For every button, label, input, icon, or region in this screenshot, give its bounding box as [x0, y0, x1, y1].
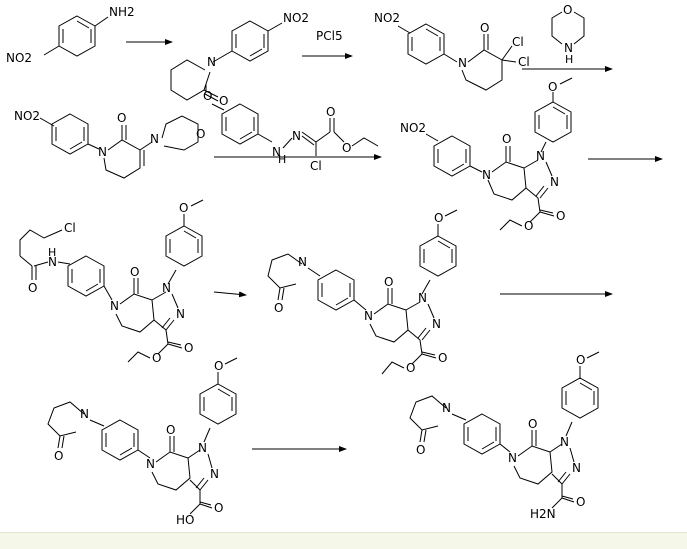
nitrogen-label-3: N [458, 56, 467, 70]
chloride-label-r: Cl [310, 159, 322, 173]
hydrazone-nh-label: N [272, 145, 281, 159]
piperidinone-o-label-8: O [54, 449, 63, 463]
morpholine-o-label-4: O [196, 127, 205, 141]
compound-4-nitroaniline: NH2 NO2 [6, 5, 135, 65]
nitro-label-2: NO2 [283, 11, 309, 25]
compound-nitro-pyrazolopyridinone-ester: NO2 N O N N O O O [400, 77, 573, 233]
acid-ho-label-8: HO [176, 513, 194, 527]
lactam-o-label-5: O [502, 132, 511, 146]
compound-morpholino-lactam: NO2 N O N O [14, 109, 205, 179]
lactam-o-label-9: O [528, 417, 537, 431]
hydrazone-n-label: N [292, 129, 301, 143]
amide-o-label-9: O [576, 495, 585, 509]
lactam-n-label-8: N [146, 457, 155, 471]
piperidinone-o-label-9: O [416, 443, 425, 457]
amide-o-label-6: O [28, 281, 37, 295]
ester-o-label-7b: O [406, 361, 415, 375]
methoxy-o-label-9: O [576, 353, 585, 367]
compound-carboxamide-product: N O N O N N O H2N O [409, 351, 600, 521]
methoxy-o-label-7: O [434, 211, 443, 225]
pyrazole-n2-label-7: N [432, 317, 441, 331]
acid-o-label-8: O [214, 501, 223, 515]
compound-chloropentanamide: Cl O N H N O N N O O [19, 199, 204, 365]
chloro-label-a: Cl [512, 35, 524, 49]
piperidinone-n-label-9: N [442, 401, 451, 415]
carbonyl-o-label-4: O [117, 111, 126, 125]
nitro-label-5: NO2 [400, 121, 426, 135]
lactam-o-label-7: O [384, 275, 393, 289]
reagent-hydrazonoyl-chloride: O N H N Cl O O [203, 84, 379, 173]
ester-carbonyl-o-label-r: O [326, 105, 335, 119]
ester-o-label-5b: O [524, 219, 533, 233]
compound-dichloro-lactam: NO2 N O Cl Cl [374, 11, 530, 91]
ester-o-label-6b: O [152, 351, 161, 365]
amide-n-label-6: N [48, 255, 57, 269]
nitro-label: NO2 [6, 51, 32, 65]
ester-o-label-6a: O [184, 341, 193, 355]
ester-o-label-7a: O [438, 351, 447, 365]
lactam-o-label-8: O [166, 423, 175, 437]
lactam-n-label-6: N [110, 299, 119, 313]
reagent-morpholine: O N H [551, 3, 585, 66]
nitro-label-4: NO2 [14, 109, 40, 123]
compound-piperidinone-ester: N O N O N N O O O [267, 209, 458, 375]
pyrazole-n2-label-9: N [572, 461, 581, 475]
morpholine-n-label: N [564, 41, 573, 55]
amine-label: NH2 [109, 5, 135, 19]
nitro-label-3: NO2 [374, 11, 400, 25]
amide-h2n-label-9: H2N [530, 507, 556, 521]
nitrogen-label-4: N [98, 145, 107, 159]
carbonyl-o-label-3: O [480, 21, 489, 35]
hydrazone-h-label: H [278, 153, 286, 166]
chloro-label-b: Cl [518, 55, 530, 69]
lactam-n-label-5: N [482, 168, 491, 182]
nitrogen-label: N [207, 55, 216, 69]
compound-carboxylic-acid: N O N O N N O HO O [47, 357, 238, 527]
pyrazole-n2-label-5: N [550, 175, 559, 189]
piperidinone-n-label-8: N [80, 407, 89, 421]
compound-nitrophenyl-piperidinone: NO2 N O [170, 11, 309, 108]
pyrazole-n1-label-7: N [418, 291, 427, 305]
ester-o-label-r: O [342, 141, 351, 155]
pyrazole-n2-label-8: N [210, 467, 219, 481]
pyrazole-n2-label-6: N [176, 307, 185, 321]
morpholine-n-label-4: N [150, 132, 159, 146]
reagent-pcl5: PCl5 [316, 29, 343, 43]
piperidinone-n-label-7: N [298, 255, 307, 269]
reaction-arrow-6 [213, 291, 247, 298]
chloro-label-6: Cl [64, 221, 76, 235]
lactam-n-label-7: N [364, 309, 373, 323]
pyrazole-n1-label-6: N [162, 281, 171, 295]
carbonyl-o-label: O [219, 94, 228, 108]
methoxy-o-label-5: O [548, 80, 557, 94]
morpholine-h-label: H [565, 53, 573, 66]
morpholine-o-label: O [563, 3, 572, 17]
piperidinone-o-label-7: O [274, 301, 283, 315]
amide-h-label-6: H [48, 246, 56, 259]
footer-bar [0, 532, 687, 549]
pyrazole-n1-label-5: N [536, 149, 545, 163]
methoxy-o-label-8: O [214, 359, 223, 373]
lactam-n-label-9: N [508, 451, 517, 465]
methoxy-o-label-6: O [179, 201, 188, 215]
methoxy-o-label-r: O [203, 89, 212, 103]
pyrazole-n1-label-9: N [560, 435, 569, 449]
pyrazole-n1-label-8: N [198, 441, 207, 455]
lactam-o-label-6: O [130, 265, 139, 279]
ester-o-label-5a: O [556, 209, 565, 223]
